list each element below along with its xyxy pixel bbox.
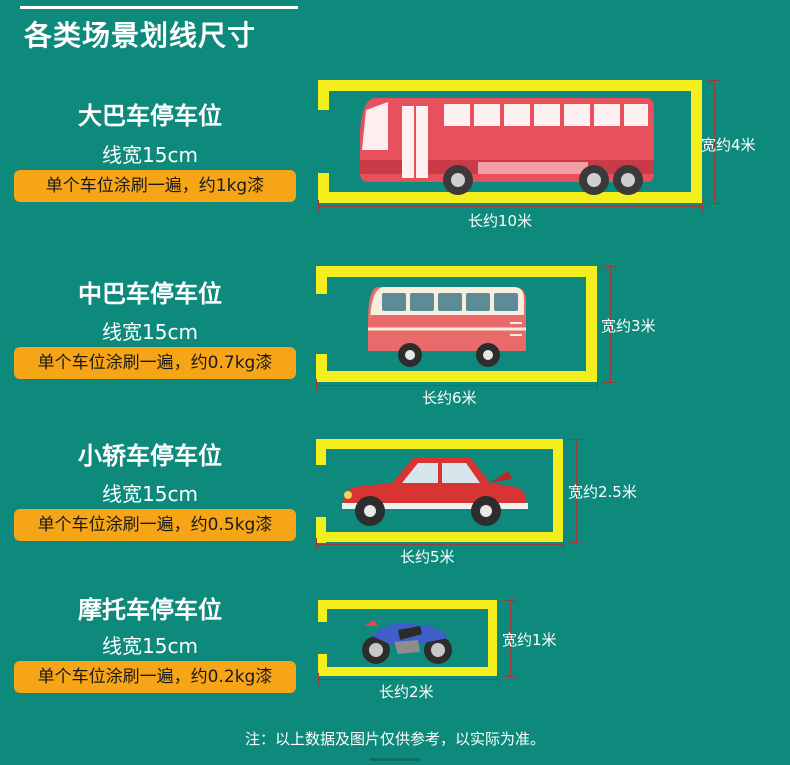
length-label-car: 长约5米 <box>400 548 455 566</box>
line-width-bus: 线宽15cm <box>102 143 198 167</box>
van-icon <box>368 287 526 367</box>
length-dimension-line <box>318 679 497 680</box>
paint-badge-motorcycle: 单个车位涂刷一遍，约0.2kg漆 <box>14 661 296 693</box>
item-title-bus: 大巴车停车位 <box>78 102 222 130</box>
item-title-motorcycle: 摩托车停车位 <box>78 596 222 624</box>
paint-badge-van: 单个车位涂刷一遍，约0.7kg漆 <box>14 347 296 379</box>
width-label-bus: 宽约4米 <box>701 136 756 154</box>
length-label-van: 长约6米 <box>422 389 477 407</box>
parking-stall-motorcycle <box>318 600 497 676</box>
width-dimension-line <box>576 439 577 542</box>
length-dimension-line <box>316 385 597 386</box>
length-label-motorcycle: 长约2米 <box>379 683 434 701</box>
paint-badge-car: 单个车位涂刷一遍，约0.5kg漆 <box>14 509 296 541</box>
line-width-car: 线宽15cm <box>102 482 198 506</box>
length-dimension-line <box>318 206 702 207</box>
parking-stall-van <box>316 266 597 382</box>
title-underline <box>20 6 298 9</box>
page-title: 各类场景划线尺寸 <box>24 19 257 52</box>
width-label-van: 宽约3米 <box>601 317 656 335</box>
line-width-van: 线宽15cm <box>102 320 198 344</box>
item-title-car: 小轿车停车位 <box>78 442 222 470</box>
length-dimension-line <box>316 544 563 545</box>
width-label-motorcycle: 宽约1米 <box>502 631 557 649</box>
length-label-bus: 长约10米 <box>468 212 533 230</box>
width-dimension-line <box>714 80 715 203</box>
width-dimension-line <box>510 600 511 676</box>
width-dimension-line <box>610 266 611 382</box>
line-width-motorcycle: 线宽15cm <box>102 634 198 658</box>
item-title-van: 中巴车停车位 <box>78 280 222 308</box>
footer-decoration-bar <box>370 758 420 761</box>
parking-stall-bus <box>318 80 702 203</box>
paint-badge-bus: 单个车位涂刷一遍，约1kg漆 <box>14 170 296 202</box>
motorcycle-icon <box>362 620 452 664</box>
footnote: 注：以上数据及图片仅供参考，以实际为准。 <box>244 730 545 748</box>
car-icon <box>342 457 528 526</box>
width-label-car: 宽约2.5米 <box>568 483 637 501</box>
bus-icon <box>360 98 654 195</box>
parking-stall-car <box>316 439 563 543</box>
